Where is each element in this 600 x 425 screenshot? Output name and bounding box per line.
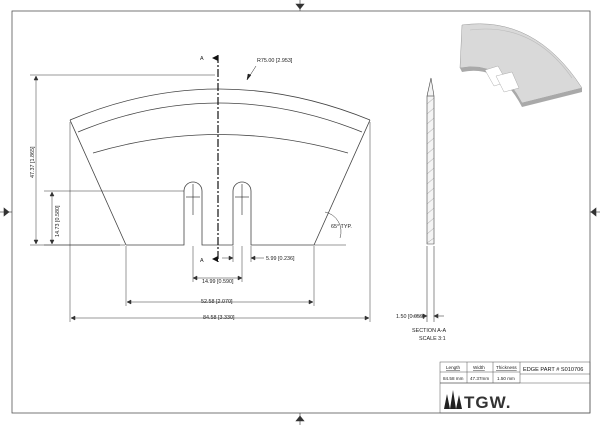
section-view bbox=[412, 77, 444, 322]
base-width-dimension: 52.58 [2.070] bbox=[201, 299, 233, 305]
radius-dimension: R75.00 [2.953] bbox=[257, 58, 293, 64]
section-marker-top: A bbox=[200, 56, 204, 62]
section-marker-bottom: A bbox=[200, 258, 204, 264]
title-block bbox=[439, 361, 591, 414]
thickness-value: 1.50 mm bbox=[497, 376, 515, 381]
section-title: SECTION A-A bbox=[412, 328, 447, 334]
slot-centerlines bbox=[186, 184, 249, 215]
thickness-header: Thickness bbox=[496, 365, 517, 370]
overall-width-dimension-lines bbox=[69, 122, 371, 322]
slot-width-dimension: 5.99 [0.236] bbox=[266, 256, 295, 262]
base-width-dimension-lines bbox=[125, 246, 315, 306]
slot-width-dimension-lines bbox=[222, 246, 264, 262]
logo-text: TGW. bbox=[464, 393, 511, 412]
thickness-dimension: 1.50 [0.059] bbox=[396, 314, 425, 320]
isometric-part-render bbox=[459, 23, 583, 107]
angle-dimension: 65° TYP. bbox=[331, 224, 352, 230]
width-header: Width bbox=[473, 365, 485, 370]
length-header: Length bbox=[446, 365, 460, 370]
section-hatch bbox=[426, 97, 435, 244]
angle-dimension-lines bbox=[314, 211, 346, 246]
section-scale: SCALE 3:1 bbox=[419, 336, 446, 342]
slot-depth-dimension: 14.73 [0.580] bbox=[55, 205, 61, 237]
slot-spacing-dimension-lines bbox=[192, 246, 243, 282]
width-value: 47.37mm bbox=[470, 376, 489, 381]
length-value: 84.58 mm bbox=[443, 376, 464, 381]
slot-spacing-dimension: 14.99 [0.590] bbox=[202, 279, 234, 285]
part-number: EDGE PART # S010706 bbox=[523, 367, 583, 373]
part-outline bbox=[69, 88, 371, 246]
overall-width-dimension: 84.58 [3.330] bbox=[203, 315, 235, 321]
section-cut-line bbox=[212, 55, 219, 262]
slot-depth-dimension-lines bbox=[44, 190, 184, 246]
tgw-logo: TGW. bbox=[444, 390, 511, 412]
height-dimension: 47.37 [1.865] bbox=[30, 146, 36, 178]
radius-leader bbox=[246, 65, 257, 81]
